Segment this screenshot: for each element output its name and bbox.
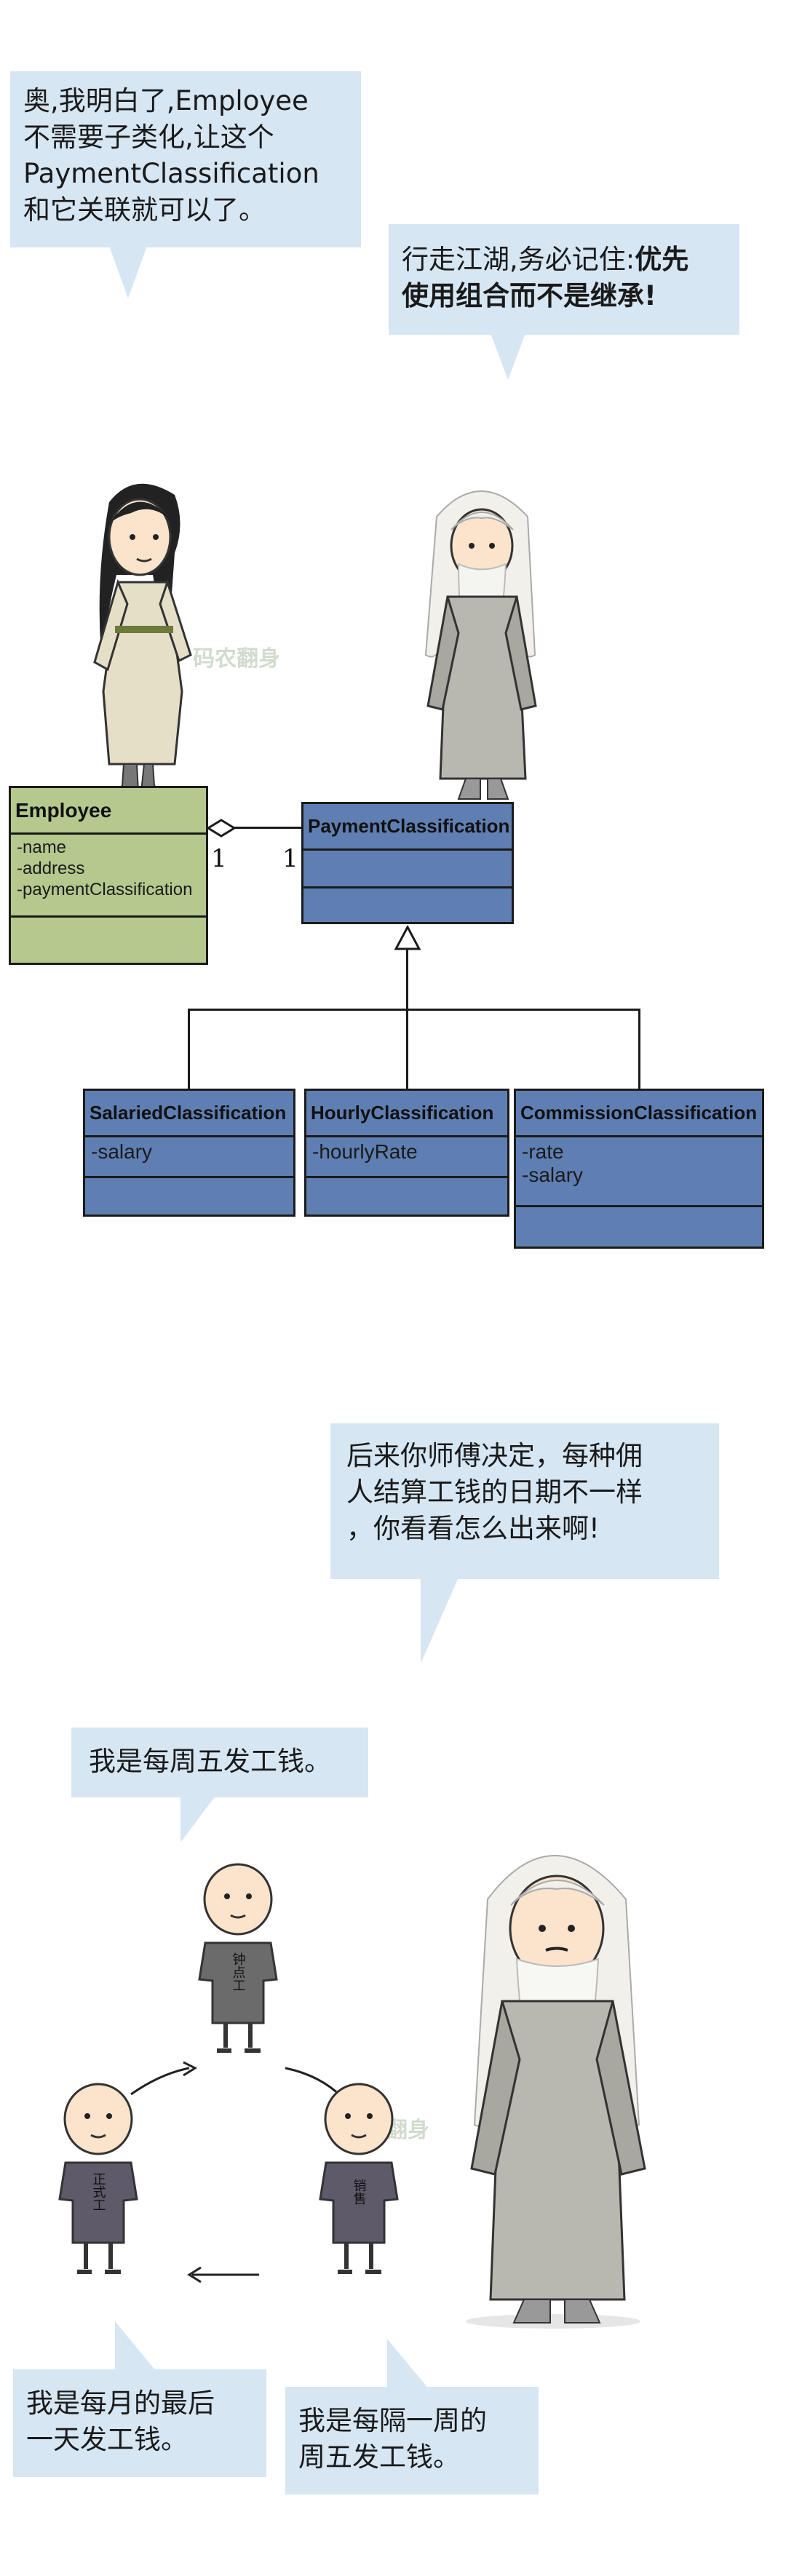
uml-class-title: HourlyClassification (306, 1091, 507, 1137)
master-figure-large (466, 1855, 646, 2329)
uml-class-salaried: SalariedClassification -salary (83, 1089, 295, 1217)
uml-class-payment-classification: PaymentClassification (301, 802, 514, 924)
inheritance-triangle (394, 926, 421, 950)
inheritance-trunk (406, 949, 408, 1090)
uml-class-attrs (303, 851, 512, 889)
shirt-label-formal: 正式工 (91, 2172, 106, 2211)
uml-class-commission: CommissionClassification -rate -salary (514, 1089, 764, 1249)
master-question-bubble: 后来你师傅决定，每种佣 人结算工钱的日期不一样 ，你看看怎么出来啊! (330, 1423, 719, 1663)
multiplicity-right: 1 (282, 844, 298, 873)
uml-class-attrs: -hourlyRate (306, 1137, 507, 1178)
master-speech-bold-1: 优先 (635, 244, 689, 275)
master-speech-text: 行走江湖,务必记住:优先 使用组合而不是继承! (402, 242, 726, 314)
hourly-worker-text: 我是每周五发工钱。 (89, 1746, 331, 1777)
formal-worker-text: 我是每月的最后 一天发工钱。 (26, 2388, 215, 2455)
hourly-worker-bubble: 我是每周五发工钱。 (71, 1728, 368, 1842)
uml-class-title: SalariedClassification (85, 1091, 293, 1137)
multiplicity-left: 1 (211, 844, 227, 873)
bubble-tail (387, 2339, 428, 2388)
shirt-label-sales: 销售 (352, 2179, 367, 2205)
bubble-tail (115, 2321, 156, 2371)
bubble-tail (109, 246, 147, 298)
sales-worker-text: 我是每隔一周的 周五发工钱。 (298, 2405, 487, 2473)
inheritance-branch-right (638, 1009, 640, 1090)
master-speech-normal: 行走江湖,务必记住: (402, 244, 635, 275)
sales-worker-bubble: 我是每隔一周的 周五发工钱。 (285, 2339, 539, 2494)
master-speech-bold-2: 使用组合而不是继承! (402, 279, 656, 311)
uml-class-employee: Employee -name -address -paymentClassifi… (9, 786, 208, 965)
uml-class-hourly: HourlyClassification -hourlyRate (304, 1089, 509, 1217)
bubble-tail (421, 1578, 458, 1663)
uml-class-title: PaymentClassification (303, 804, 512, 851)
watermark: 码农翻身 (193, 646, 280, 672)
uml-class-attrs: -name -address -paymentClassification (11, 835, 206, 918)
master-question-text: 后来你师傅决定，每种佣 人结算工钱的日期不一样 ，你看看怎么出来啊! (346, 1440, 643, 1544)
hourly-worker-figure: 钟点工 (198, 1863, 278, 2053)
composition-diamond (207, 819, 236, 838)
student-speech-bubble: 奥,我明白了,Employee 不需要子类化,让这个 PaymentClassi… (10, 71, 361, 298)
shirt-label-hourly: 钟点工 (231, 1952, 246, 1992)
sales-worker-figure: 销售 (319, 2083, 399, 2274)
formal-worker-bubble: 我是每月的最后 一天发工钱。 (13, 2321, 266, 2477)
uml-class-attrs: -rate -salary (516, 1137, 762, 1207)
formal-worker-figure: 正式工 (58, 2083, 138, 2274)
bubble-tail (491, 333, 525, 380)
uml-class-title: CommissionClassification (516, 1091, 762, 1137)
uml-class-title: Employee (11, 788, 206, 835)
student-speech-text: 奥,我明白了,Employee 不需要子类化,让这个 PaymentClassi… (23, 85, 319, 226)
uml-class-attrs: -salary (85, 1137, 293, 1178)
master-speech-bubble: 行走江湖,务必记住:优先 使用组合而不是继承! (389, 224, 739, 380)
student-figure (93, 483, 192, 792)
master-figure (424, 490, 537, 800)
inheritance-bar (188, 1009, 640, 1011)
inheritance-branch-left (188, 1009, 190, 1090)
bubble-tail (180, 1796, 215, 1842)
association-line (234, 827, 303, 829)
